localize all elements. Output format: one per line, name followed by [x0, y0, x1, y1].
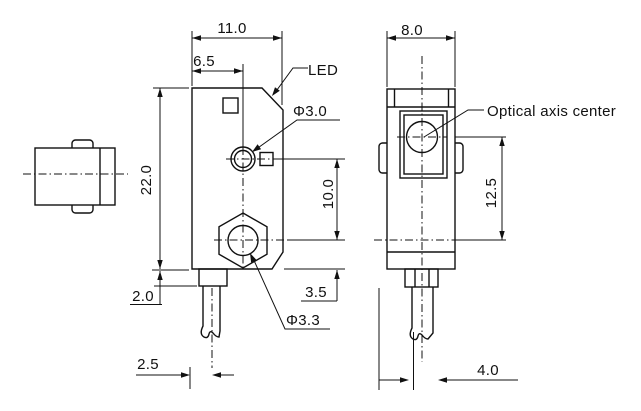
- led-label-text: LED: [308, 62, 338, 79]
- arrowhead: [438, 377, 447, 383]
- side-cable: [200, 286, 221, 339]
- dim-cable-offset-front-text: 4.0: [477, 362, 499, 379]
- dim-front-width: 8.0: [386, 22, 456, 87]
- front-cable: [409, 287, 434, 341]
- dim-side-width-text: 11.0: [217, 20, 246, 37]
- hole-top-label-text: Φ3.0: [293, 103, 327, 120]
- dim-cable-offset-front: 4.0: [378, 288, 518, 390]
- label-hole-top: Φ3.0: [252, 103, 340, 152]
- label-optical-axis: Optical axis center: [423, 103, 616, 138]
- led-indicator-square: [222, 97, 239, 114]
- arrowhead: [334, 159, 340, 168]
- arrowhead: [212, 372, 221, 378]
- front-left-tab: [378, 142, 387, 174]
- dim-mount-to-bottom: 3.5: [284, 268, 345, 302]
- dim-side-height-text: 22.0: [138, 165, 155, 195]
- dim-mount-to-bottom-text: 3.5: [305, 284, 327, 301]
- dim-side-height: 22.0: [138, 87, 189, 271]
- arrowhead: [157, 260, 163, 269]
- side-view: [191, 87, 288, 368]
- arrowhead: [273, 35, 282, 41]
- dim-side-width: 11.0: [191, 20, 283, 105]
- dim-axis-to-mount: 12.5: [483, 137, 505, 240]
- front-view: [374, 56, 506, 362]
- front-view-body: [386, 88, 456, 270]
- top-view-body: [34, 147, 116, 206]
- label-led: LED: [272, 62, 338, 96]
- arrowhead: [334, 270, 340, 279]
- optical-axis-label-text: Optical axis center: [487, 103, 616, 120]
- dim-optical-offset: 6.5: [192, 53, 244, 147]
- hole-bottom-label-text: Φ3.3: [286, 312, 320, 329]
- top-view-upper-tab: [71, 139, 94, 148]
- arrowhead: [252, 144, 262, 152]
- arrowhead: [157, 88, 163, 97]
- arrowhead: [272, 87, 280, 96]
- side-view-body: [191, 87, 284, 270]
- dim-gland-height: 2.0: [130, 271, 197, 305]
- arrowhead: [499, 231, 505, 240]
- top-view-lower-tab: [71, 205, 94, 214]
- lens-bezel-inner: [403, 114, 444, 175]
- side-cable-gland: [198, 268, 228, 287]
- dim-gland-height-text: 2.0: [132, 288, 154, 305]
- front-right-tab: [455, 142, 464, 174]
- arrowhead: [192, 35, 201, 41]
- arrowhead: [499, 137, 505, 146]
- dim-cable-offset-side-text: 2.5: [137, 356, 159, 373]
- dim-axis-to-mount-text: 12.5: [483, 178, 500, 208]
- dim-cable-offset-side: 2.5: [136, 356, 234, 389]
- arrowhead: [334, 231, 340, 240]
- dim-front-width-text: 8.0: [401, 22, 423, 39]
- arrowhead: [157, 271, 163, 280]
- arrowhead: [250, 253, 257, 263]
- top-view: [23, 139, 128, 214]
- arrowhead: [446, 35, 455, 41]
- arrowhead: [234, 68, 243, 74]
- arrowhead: [181, 372, 190, 378]
- label-hole-bottom: Φ3.3: [250, 253, 330, 330]
- dim-hole-pitch-text: 10.0: [320, 179, 337, 209]
- arrowhead: [387, 35, 396, 41]
- lens-bezel-outer: [399, 110, 448, 179]
- dim-hole-pitch: 10.0: [279, 158, 345, 241]
- arrowhead: [192, 68, 201, 74]
- arrowhead: [400, 377, 409, 383]
- dim-optical-offset-text: 6.5: [193, 53, 215, 70]
